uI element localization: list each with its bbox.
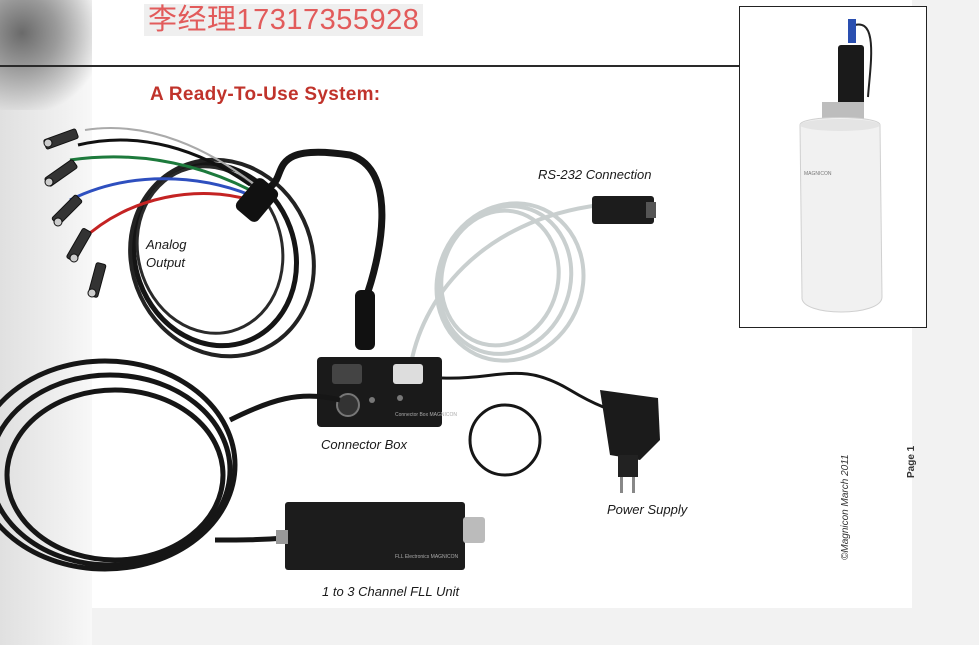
dewar-brand: MAGNICON — [804, 171, 832, 177]
analog-cable-coil — [69, 127, 386, 359]
label-analog-output: Analog Output — [146, 236, 186, 272]
label-power-supply: Power Supply — [607, 502, 688, 517]
connector-box-brand: Connector Box MAGNICON — [395, 412, 457, 418]
label-analog-line1: Analog — [146, 237, 187, 252]
power-supply-device — [441, 371, 660, 493]
header-rule — [0, 65, 740, 67]
fll-unit-device: FLL Electronics MAGNICON — [276, 502, 485, 570]
watermark-contact: 李经理17317355928 — [144, 4, 424, 36]
scan-blot — [0, 0, 110, 110]
page-number: Page 1 — [906, 445, 917, 478]
label-fll-unit: 1 to 3 Channel FLL Unit — [322, 584, 460, 599]
fll-brand: FLL Electronics MAGNICON — [395, 554, 459, 560]
rs232-cable-coil — [408, 201, 601, 371]
rs232-plug — [592, 196, 654, 224]
copyright-note: ©Magnicon March 2011 — [840, 454, 851, 560]
label-analog-line2: Output — [146, 255, 186, 270]
connector-box-device: Connector Box MAGNICON — [317, 290, 457, 427]
page-title: A Ready-To-Use System: — [150, 84, 381, 105]
label-connector-box: Connector Box — [321, 437, 407, 452]
bnc-connectors — [43, 128, 107, 298]
dewar-photo: MAGNICON — [739, 6, 927, 328]
label-rs232: RS-232 Connection — [538, 167, 652, 182]
dewar-image: MAGNICON — [799, 19, 883, 313]
